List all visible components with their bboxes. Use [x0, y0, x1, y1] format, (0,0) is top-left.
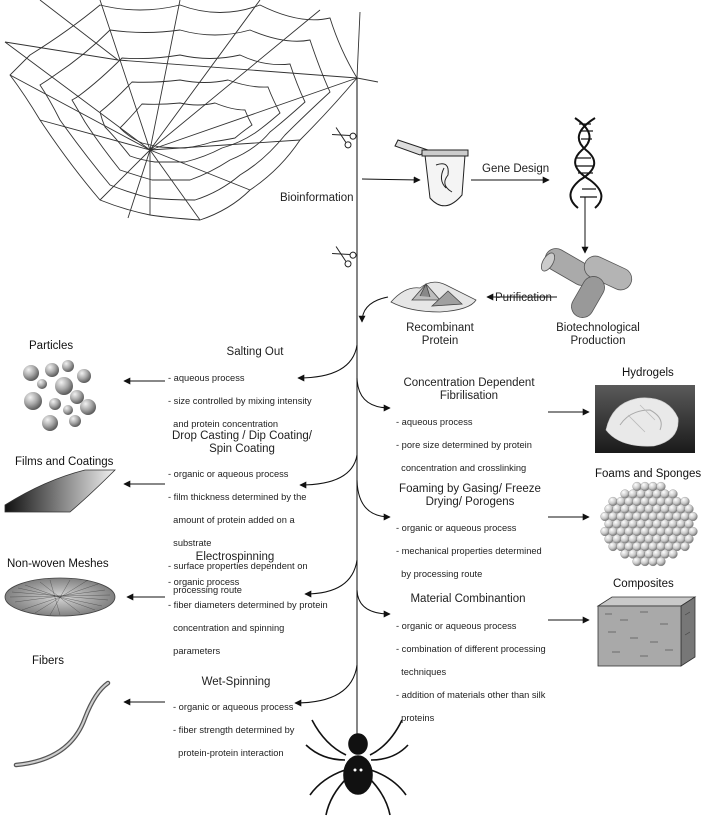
branch-arrows [294, 344, 391, 707]
bioinformation-label: Bioinformation [280, 192, 354, 204]
arrow-to-protein [358, 296, 389, 323]
bacteria-icon [540, 248, 633, 318]
combination-bullets: - organic or aqueous process - combinati… [396, 620, 546, 724]
product-arrows [123, 377, 590, 706]
recombinant-protein-label: Recombinant Protein [406, 322, 474, 347]
drop-casting-bullets: - organic or aqueous process - film thic… [168, 468, 308, 595]
powder-icon [390, 281, 477, 313]
spider-icon [305, 719, 409, 816]
biotech-production-label: Biotechnological Production [556, 322, 640, 347]
foaming-title: Foaming by Gasing/ Freeze Drying/ Poroge… [399, 483, 541, 508]
hydrogel-icon [595, 385, 695, 453]
foam-icon [600, 481, 698, 567]
dna-icon [569, 117, 603, 209]
film-icon [4, 469, 116, 513]
mesh-icon [4, 577, 116, 617]
arrow-bioinformation [361, 176, 421, 184]
composites-label: Composites [613, 578, 674, 590]
salting-out-title: Salting Out [226, 346, 284, 358]
particles-label: Particles [29, 340, 74, 352]
gene-design-label: Gene Design [482, 163, 550, 175]
scissors-icon [332, 127, 357, 149]
particles-icon [23, 360, 96, 431]
purification-label: Purification [495, 292, 552, 304]
foaming-bullets: - organic or aqueous process - mechanica… [396, 522, 542, 579]
drop-casting-title: Drop Casting / Dip Coating/ Spin Coating [172, 430, 312, 455]
electrospinning-title: Electrospinning [195, 551, 275, 563]
spider-web-icon [4, 0, 379, 221]
films-label: Films and Coatings [15, 456, 114, 468]
wet-spinning-bullets: - organic or aqueous process - fiber str… [173, 701, 295, 758]
foams-label: Foams and Sponges [595, 468, 702, 480]
fibrilisation-bullets: - aqueous process - pore size determined… [396, 416, 532, 473]
fibers-label: Fibers [32, 655, 64, 667]
composite-block-icon [596, 596, 697, 667]
fiber-icon [13, 680, 111, 768]
scissors-icon [332, 246, 357, 268]
hydrogels-label: Hydrogels [622, 367, 674, 379]
salting-out-bullets: - aqueous process - size controlled by m… [168, 372, 312, 429]
tube-icon [394, 139, 469, 207]
electrospinning-bullets: - organic process - fiber diameters dete… [168, 576, 328, 657]
meshes-label: Non-woven Meshes [7, 558, 109, 570]
wet-spinning-title: Wet-Spinning [201, 676, 271, 688]
combination-title: Material Combinantion [410, 593, 526, 605]
fibrilisation-title: Concentration Dependent Fibrilisation [403, 377, 535, 402]
